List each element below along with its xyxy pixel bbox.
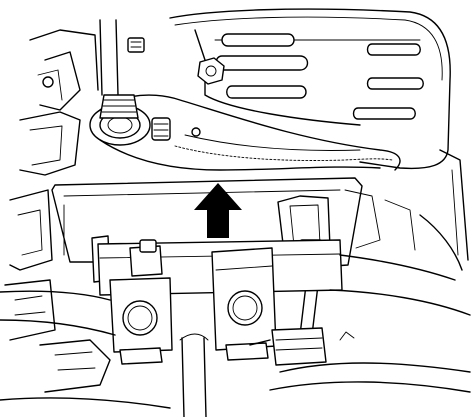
bolt-top bbox=[127, 37, 145, 53]
cover-slot-upper-right bbox=[366, 43, 421, 56]
input-shaft bbox=[89, 19, 151, 146]
bolts bbox=[42, 37, 225, 141]
bolt-small-left bbox=[42, 76, 54, 88]
frame-rails bbox=[0, 189, 471, 409]
transmission-housing bbox=[4, 29, 111, 393]
cover-slot-mid-right bbox=[366, 77, 424, 90]
support-bracket bbox=[91, 235, 343, 365]
cover-slot-top bbox=[221, 33, 295, 47]
bolt-cover bbox=[197, 57, 225, 85]
bolt-shaft bbox=[151, 117, 171, 141]
bolt-small-right bbox=[191, 127, 201, 137]
cover-slot-lower-right bbox=[352, 107, 416, 120]
engine-cover bbox=[169, 8, 469, 261]
link-rod bbox=[249, 327, 327, 366]
cover-slot-low bbox=[226, 85, 307, 99]
ring-gear bbox=[91, 94, 401, 171]
cover-slot-center bbox=[215, 55, 309, 71]
up-arrow-icon bbox=[194, 183, 242, 238]
lower-shaft bbox=[179, 333, 209, 417]
